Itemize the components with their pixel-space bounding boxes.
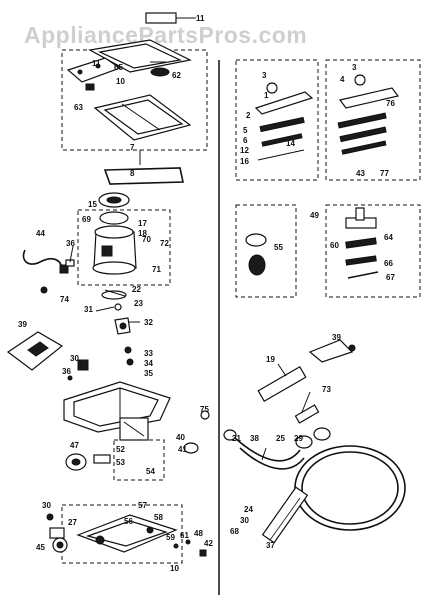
label-36b: 36 — [62, 367, 71, 376]
label-30a: 30 — [70, 354, 79, 363]
label-43: 43 — [356, 169, 365, 178]
label-24: 24 — [244, 505, 253, 514]
label-35: 35 — [144, 369, 153, 378]
label-1: 1 — [264, 91, 269, 100]
label-65: 65 — [114, 63, 123, 72]
label-11: 11 — [196, 14, 205, 23]
label-16: 16 — [240, 157, 249, 166]
label-63: 63 — [74, 103, 83, 112]
label-64: 64 — [384, 233, 393, 242]
label-7: 7 — [130, 143, 135, 152]
label-77: 77 — [380, 169, 389, 178]
top-cover-assembly — [61, 12, 208, 185]
label-4: 4 — [340, 75, 345, 84]
label-44: 44 — [36, 229, 45, 238]
label-47: 47 — [70, 441, 79, 450]
label-31: 31 — [84, 305, 93, 314]
label-11b: 11 — [92, 59, 101, 68]
label-19: 19 — [266, 355, 275, 364]
label-23: 23 — [134, 299, 143, 308]
label-21: 21 — [232, 434, 241, 443]
floor-nozzle-group — [235, 59, 421, 181]
label-72: 72 — [160, 239, 169, 248]
accessory-tools-group — [235, 204, 421, 298]
dolly-assembly — [46, 504, 207, 564]
label-75: 75 — [200, 405, 209, 414]
label-62: 62 — [172, 71, 181, 80]
label-27: 27 — [68, 518, 77, 527]
label-15: 15 — [88, 200, 97, 209]
label-22: 22 — [132, 285, 141, 294]
part-number-labels: 11 65 10 63 11 62 7 8 15 69 17 18 70 72 … — [18, 14, 395, 573]
label-37: 37 — [266, 541, 275, 550]
label-68: 68 — [230, 527, 239, 536]
label-45: 45 — [36, 543, 45, 552]
label-39a: 39 — [18, 320, 27, 329]
label-39b: 39 — [332, 333, 341, 342]
label-5a: 5 — [243, 126, 248, 135]
label-69: 69 — [82, 215, 91, 224]
label-25: 25 — [276, 434, 285, 443]
label-74: 74 — [60, 295, 69, 304]
label-54: 54 — [146, 467, 155, 476]
label-2: 2 — [246, 111, 251, 120]
label-29: 29 — [294, 434, 303, 443]
label-32: 32 — [144, 318, 153, 327]
label-41: 41 — [178, 445, 187, 454]
label-76: 76 — [386, 99, 395, 108]
label-30b: 30 — [42, 501, 51, 510]
label-52: 52 — [116, 445, 125, 454]
label-56: 56 — [124, 517, 133, 526]
label-3a: 3 — [262, 71, 267, 80]
label-18: 18 — [138, 229, 147, 238]
label-8: 8 — [130, 169, 135, 178]
label-70: 70 — [142, 235, 151, 244]
label-34: 34 — [144, 359, 153, 368]
label-49: 49 — [310, 211, 319, 220]
label-55: 55 — [274, 243, 283, 252]
label-42: 42 — [204, 539, 213, 548]
label-66: 66 — [384, 259, 393, 268]
label-14: 14 — [286, 139, 295, 148]
label-38: 38 — [250, 434, 259, 443]
label-67: 67 — [386, 273, 395, 282]
label-10b: 10 — [170, 564, 179, 573]
label-59: 59 — [166, 533, 175, 542]
label-10: 10 — [116, 77, 125, 86]
leader-lines — [69, 61, 311, 461]
label-30c: 30 — [240, 516, 249, 525]
label-36: 36 — [66, 239, 75, 248]
tank-body-assembly — [6, 331, 210, 481]
label-53: 53 — [116, 458, 125, 467]
label-48: 48 — [194, 529, 203, 538]
label-57: 57 — [138, 501, 147, 510]
label-71: 71 — [152, 265, 161, 274]
label-40: 40 — [176, 433, 185, 442]
label-12: 12 — [240, 146, 249, 155]
label-6: 6 — [243, 136, 248, 145]
motor-filter-assembly — [22, 192, 171, 335]
label-73: 73 — [322, 385, 331, 394]
watermark-text: AppliancePartsPros.com — [24, 22, 307, 48]
label-17: 17 — [138, 219, 147, 228]
label-3b: 3 — [352, 63, 357, 72]
label-60: 60 — [330, 241, 339, 250]
wand-hose-group — [223, 339, 406, 544]
label-58: 58 — [154, 513, 163, 522]
label-61: 61 — [180, 531, 189, 540]
label-33: 33 — [144, 349, 153, 358]
